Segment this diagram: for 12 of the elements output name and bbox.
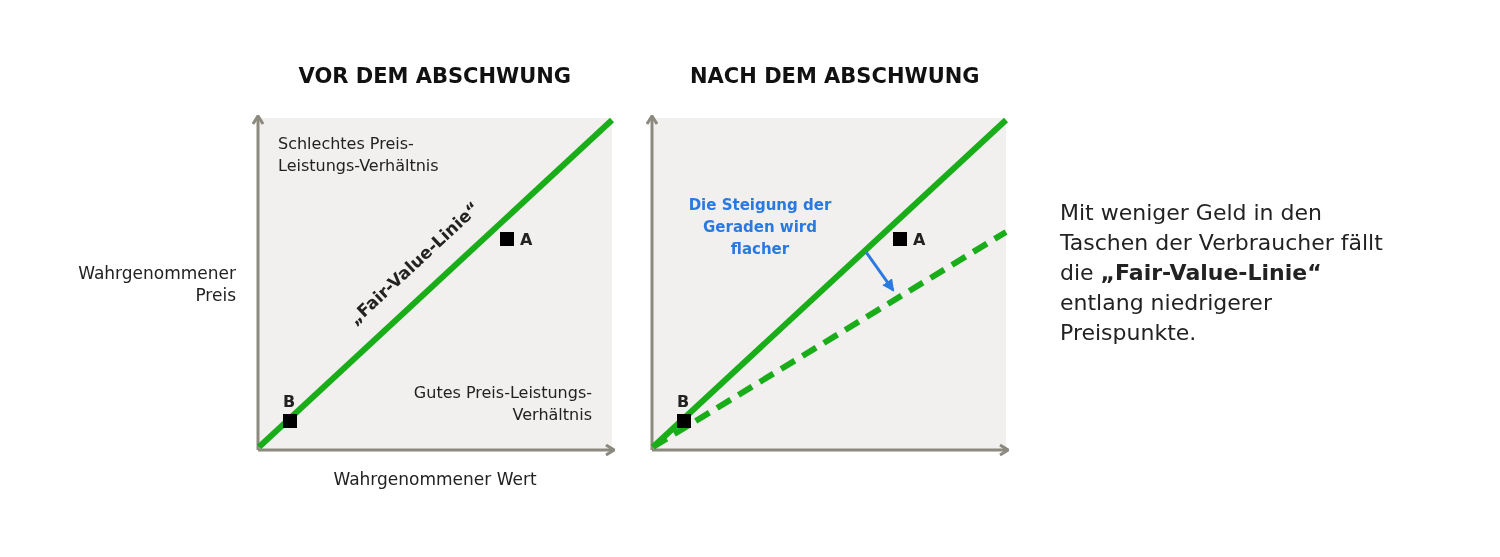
panel-heading: NACH DEM ABSCHWUNG bbox=[690, 64, 980, 88]
note-text: Mit weniger Geld in den Taschen der Verbraucher fällt die „Fair-Value-Linie“ entlang niedrigerer Preispunkte. bbox=[1060, 199, 1384, 347]
panel-heading: VOR DEM ABSCHWUNG bbox=[298, 64, 572, 88]
axis-label: Wahrgenommener Wert bbox=[332, 468, 538, 490]
region-label: Schlechtes Preis-Leistungs-Verhältnis bbox=[278, 133, 440, 177]
point-label: A bbox=[520, 229, 533, 251]
annotation-text: Die Steigung der Geraden wird flacher bbox=[687, 195, 833, 260]
region-label: Gutes Preis-Leistungs-Verhältnis bbox=[412, 382, 592, 426]
point-label: A bbox=[913, 229, 926, 251]
point-label: B bbox=[283, 391, 296, 413]
point-label: B bbox=[677, 391, 690, 413]
axis-label: Wahrgenommener Preis bbox=[77, 262, 236, 306]
